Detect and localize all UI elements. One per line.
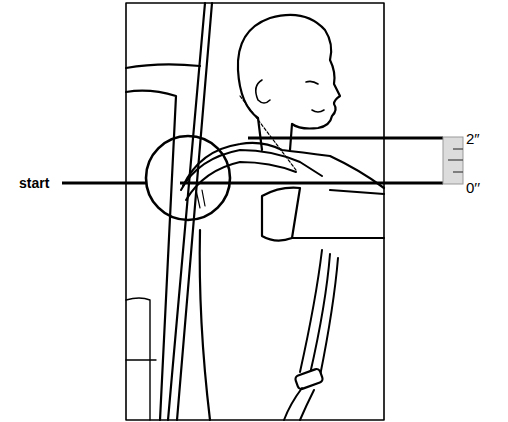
scale-tick: [453, 148, 463, 149]
door-panel: [126, 298, 150, 420]
reference-line: [180, 182, 443, 185]
belt-strap: [300, 390, 314, 420]
belt-strap: [320, 258, 338, 376]
belt-strap: [284, 388, 302, 420]
torso-back: [200, 230, 210, 420]
picture-frame: [126, 3, 384, 420]
shoulder: [183, 143, 384, 188]
arm-upper: [330, 190, 384, 194]
eye: [306, 81, 318, 84]
dimension-label: 0′′: [466, 180, 480, 195]
belt-strap: [310, 254, 330, 374]
reference-line: [248, 137, 443, 140]
mouth: [312, 110, 324, 112]
belt-buckle: [294, 368, 323, 390]
scale-ticks: [448, 149, 463, 172]
leader-line: [62, 182, 147, 185]
belt-strap: [300, 250, 322, 372]
measuring-scale: [443, 137, 463, 184]
dimension-label: 2″: [466, 131, 480, 146]
door-panel: [126, 359, 156, 360]
scale-tick: [453, 171, 463, 172]
start-label: start: [19, 176, 49, 190]
hair: [238, 15, 331, 70]
highlight-circle: [146, 136, 230, 220]
sleeve: [262, 188, 300, 241]
seat-edge: [126, 64, 200, 68]
ear: [256, 80, 270, 103]
scale-tick: [448, 159, 463, 160]
belt-behind: [240, 96, 296, 170]
fabric-fold: [196, 190, 205, 208]
